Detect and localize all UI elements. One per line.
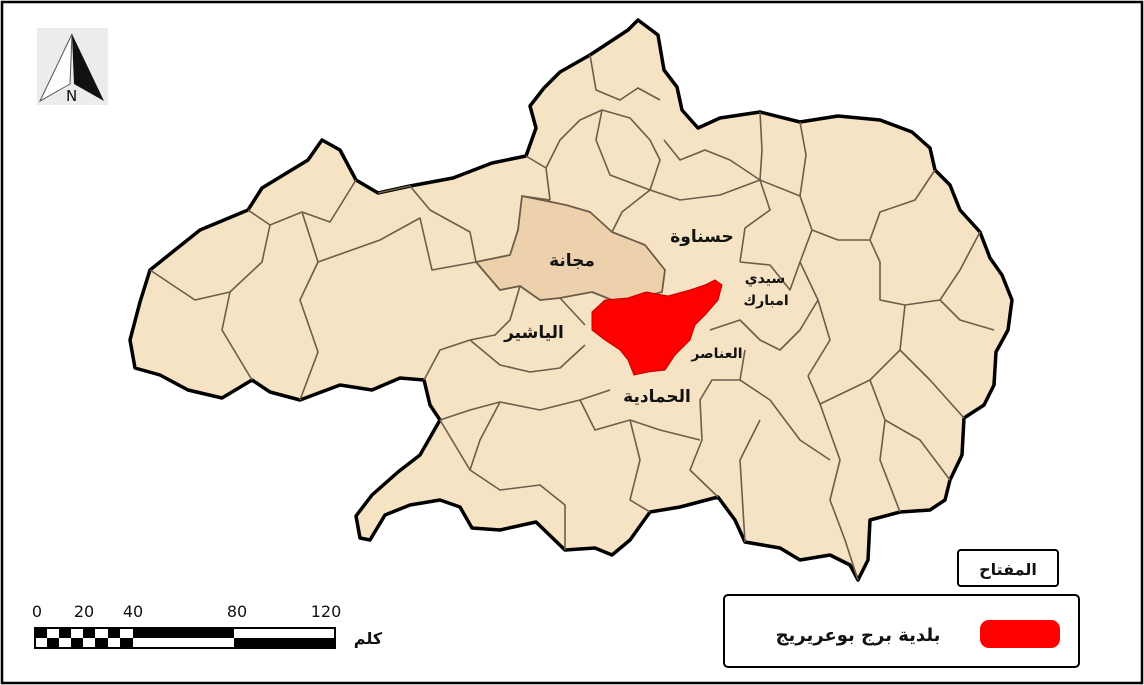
- legend-title-box: [957, 549, 1059, 587]
- scale-bar: 0 20 40 80 120 كلم: [32, 602, 383, 649]
- province-land: [128, 18, 1014, 582]
- legend-title: المفتاح: [979, 560, 1037, 579]
- scale-unit: كلم: [354, 629, 383, 648]
- scale-tick-40: 40: [123, 602, 143, 621]
- scale-tick-80: 80: [227, 602, 247, 621]
- north-arrow-icon: N: [37, 28, 108, 105]
- label-sidi-embarek-line2: امبارك: [743, 293, 788, 309]
- label-el-yachir: الياشير: [503, 323, 564, 343]
- commune-medjana: [475, 195, 666, 301]
- label-el-anasser: العناصر: [690, 346, 742, 362]
- north-letter: N: [66, 87, 77, 105]
- scale-tick-120: 120: [311, 602, 342, 621]
- label-sidi-embarek-line1: سيدي: [745, 271, 785, 288]
- commune-bordj-bou-arreridj: [591, 279, 723, 376]
- scale-tick-0: 0: [32, 602, 42, 621]
- legend-item-label: بلدية برج بوعريريج: [776, 625, 941, 646]
- scale-tick-20: 20: [74, 602, 94, 621]
- label-medjana: مجانة: [549, 251, 595, 271]
- label-hasnaoua: حسناوة: [670, 227, 733, 247]
- legend: المفتاح بلدية برج بوعريريج: [723, 549, 1080, 668]
- legend-box: [723, 594, 1080, 668]
- label-el-hamadia: الحمادية: [623, 387, 691, 407]
- legend-swatch: [980, 620, 1060, 648]
- commune-boundaries: [149, 54, 995, 581]
